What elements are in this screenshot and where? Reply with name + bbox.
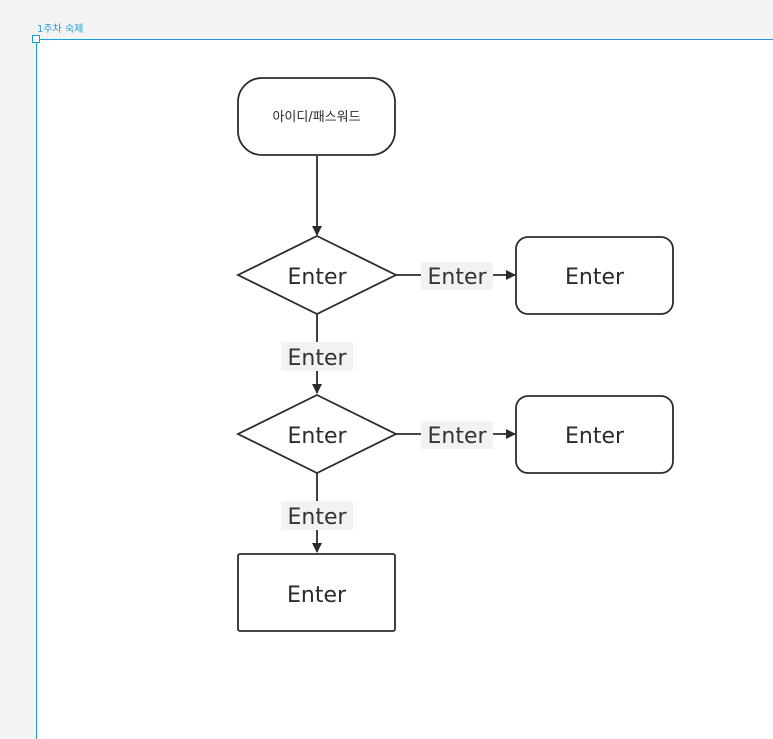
edge-label-bg bbox=[421, 421, 493, 449]
node-decision1[interactable]: Enter bbox=[235, 234, 399, 316]
edge-label[interactable]: Enter bbox=[287, 505, 347, 530]
node-label: 아이디/패스워드 bbox=[272, 110, 360, 125]
frame-corner-handle[interactable] bbox=[32, 35, 40, 43]
edge-decision1-to-decision2[interactable]: Enter bbox=[281, 314, 353, 394]
edge-label[interactable]: Enter bbox=[287, 346, 347, 371]
node-process2[interactable]: Enter bbox=[515, 395, 674, 474]
edge-label-bg bbox=[281, 342, 353, 371]
edge-label[interactable]: Enter bbox=[427, 265, 487, 290]
edge-decision2-to-end[interactable]: Enter bbox=[281, 473, 353, 553]
edge-decision2-to-process2[interactable]: Enter bbox=[396, 421, 516, 449]
frame-title[interactable]: 1주차 숙제 bbox=[37, 24, 84, 35]
edge-label-bg bbox=[281, 501, 353, 530]
node-label: Enter bbox=[287, 265, 347, 290]
node-start[interactable]: 아이디/패스워드 bbox=[237, 77, 396, 156]
node-label: Enter bbox=[287, 424, 347, 449]
node-label: Enter bbox=[565, 265, 625, 290]
edge-label[interactable]: Enter bbox=[427, 424, 487, 449]
edge-label-bg bbox=[421, 262, 493, 290]
canvas: 1주차 숙제 Enter Enter Enter bbox=[32, 24, 773, 739]
node-process1[interactable]: Enter bbox=[515, 236, 674, 315]
flowchart: Enter Enter Enter Enter 아이디/패스워드 bbox=[235, 77, 674, 632]
node-label: Enter bbox=[565, 424, 625, 449]
node-label: Enter bbox=[287, 583, 347, 608]
frame[interactable] bbox=[36, 39, 773, 739]
node-end[interactable]: Enter bbox=[237, 553, 396, 632]
edge-decision1-to-process1[interactable]: Enter bbox=[396, 262, 516, 290]
node-decision2[interactable]: Enter bbox=[235, 393, 399, 475]
